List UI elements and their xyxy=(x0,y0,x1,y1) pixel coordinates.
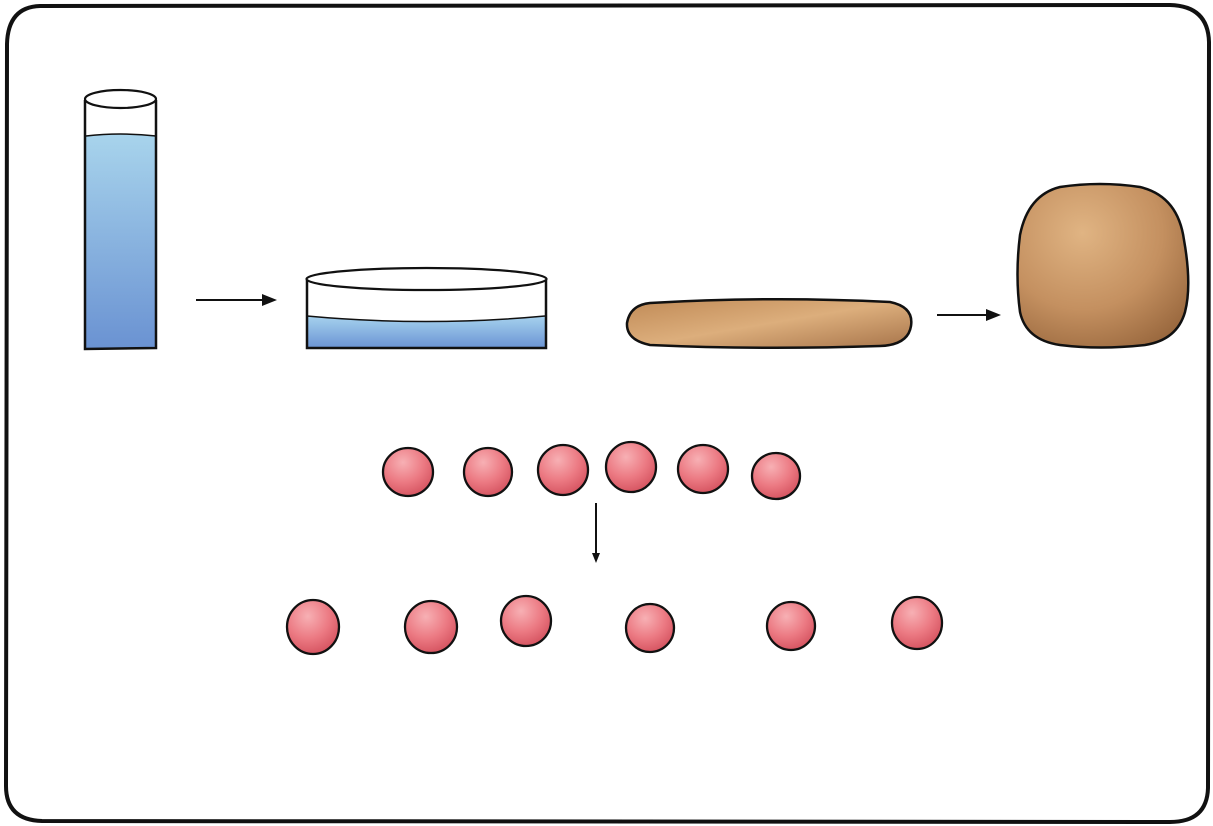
wide-dish-water-surface xyxy=(306,315,546,323)
wide-dish-wall xyxy=(305,278,548,350)
right-arrow-icon xyxy=(196,294,277,306)
wide-dish-rim xyxy=(305,266,548,292)
bead xyxy=(499,594,553,648)
bead xyxy=(676,443,730,495)
bead xyxy=(890,595,944,651)
tall-cylinder-wall xyxy=(83,100,158,351)
bead xyxy=(536,443,590,497)
clay-ball xyxy=(1016,182,1190,349)
bead xyxy=(462,446,514,498)
right-arrow-icon xyxy=(937,309,1001,321)
bead xyxy=(403,599,459,655)
bead xyxy=(765,600,817,652)
tall-cylinder-of-water xyxy=(83,88,158,351)
spread-bead-row xyxy=(285,594,944,656)
down-arrow-icon xyxy=(592,503,600,563)
wide-dish-of-water xyxy=(305,266,548,350)
bead xyxy=(381,446,435,498)
bead xyxy=(285,598,341,656)
bead xyxy=(750,451,802,501)
tall-cylinder-water-surface xyxy=(85,133,157,137)
panel-frame xyxy=(3,2,1212,825)
tall-cylinder-water xyxy=(86,134,156,349)
bunched-bead-row xyxy=(381,440,802,501)
bead xyxy=(604,440,658,494)
flattened-clay-log xyxy=(625,297,913,350)
bead xyxy=(624,602,676,654)
tall-cylinder-rim xyxy=(83,88,158,110)
wide-dish-water xyxy=(307,316,545,348)
